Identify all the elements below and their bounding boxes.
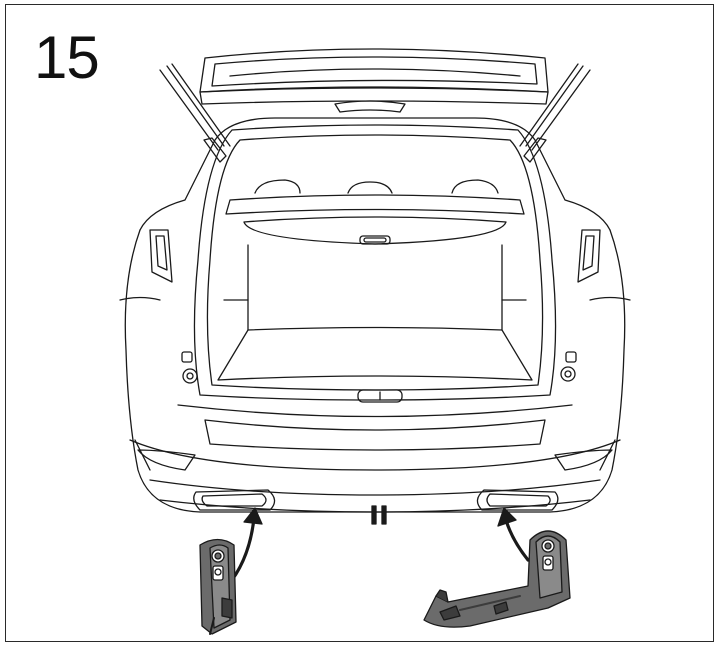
step-number: 15: [34, 24, 100, 91]
left-bracket-part: [199, 538, 237, 635]
boot-opening: [193, 124, 557, 403]
right-bracket-part: [423, 530, 571, 628]
curved-arrow-up-icon: [497, 507, 530, 562]
exhaust-trims: [193, 489, 559, 511]
car-body: [119, 117, 631, 513]
side-fixings: [181, 351, 577, 384]
tail-lights: [149, 229, 601, 283]
tailgate: [199, 48, 549, 113]
curved-arrow-up-icon: [230, 507, 263, 582]
illustration-frame: [5, 4, 714, 642]
tailgate-struts: [159, 63, 591, 163]
rear-bumper: [134, 404, 616, 471]
tow-hitch: [371, 505, 387, 525]
